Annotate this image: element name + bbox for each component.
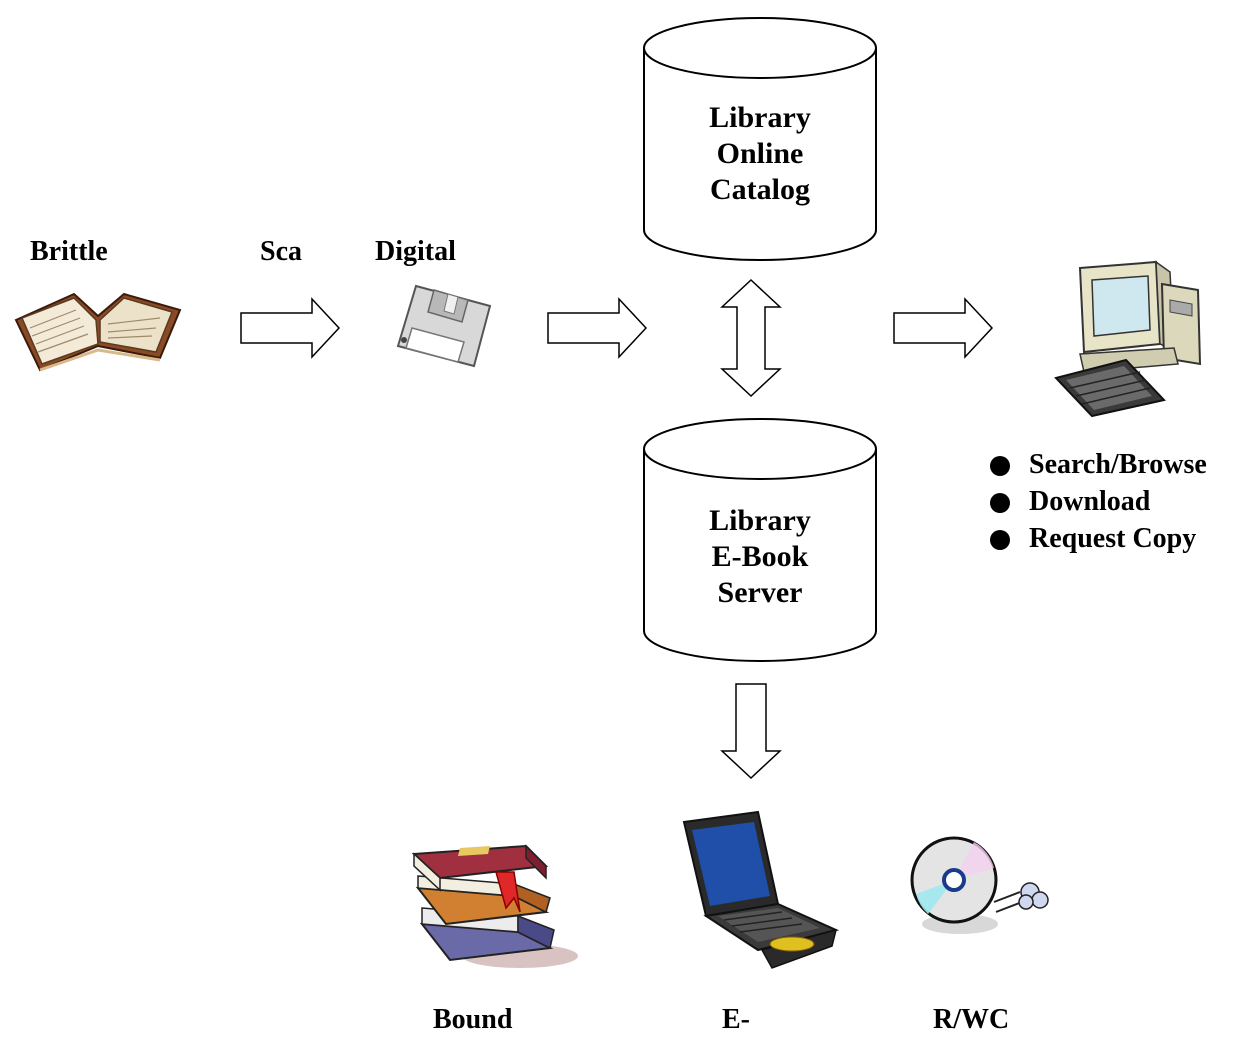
server-label: Library E-Book Server bbox=[709, 504, 811, 609]
desktop-computer-icon bbox=[1054, 260, 1202, 418]
server-cylinder bbox=[643, 418, 877, 662]
arrow-to-desktop bbox=[893, 297, 994, 359]
double-arrow-catalog-server bbox=[720, 278, 782, 398]
catalog-cylinder bbox=[643, 17, 877, 261]
book-stack-icon bbox=[411, 844, 578, 968]
arrow-to-outputs bbox=[720, 683, 782, 780]
list-item: Search/Browse bbox=[988, 446, 1207, 483]
label-digital: Digital bbox=[375, 236, 456, 267]
list-item: Request Copy bbox=[988, 520, 1207, 557]
arrow-scan bbox=[240, 297, 341, 359]
laptop-icon bbox=[682, 810, 840, 969]
label-rwcd: R/WC bbox=[933, 1004, 1010, 1035]
catalog-label: Library Online Catalog bbox=[709, 101, 811, 206]
label-bound: Bound bbox=[433, 1004, 513, 1035]
label-ebook: E- bbox=[722, 1004, 750, 1035]
list-item: Download bbox=[988, 483, 1207, 520]
user-actions-list: Search/Browse Download Request Copy bbox=[988, 446, 1207, 557]
label-scan: Sca bbox=[260, 236, 302, 267]
open-book-icon bbox=[14, 292, 182, 372]
arrow-digital-to-hub bbox=[547, 297, 648, 359]
label-brittle: Brittle bbox=[30, 236, 108, 267]
floppy-disk-icon bbox=[396, 284, 492, 368]
cd-disc-icon bbox=[910, 836, 1049, 934]
